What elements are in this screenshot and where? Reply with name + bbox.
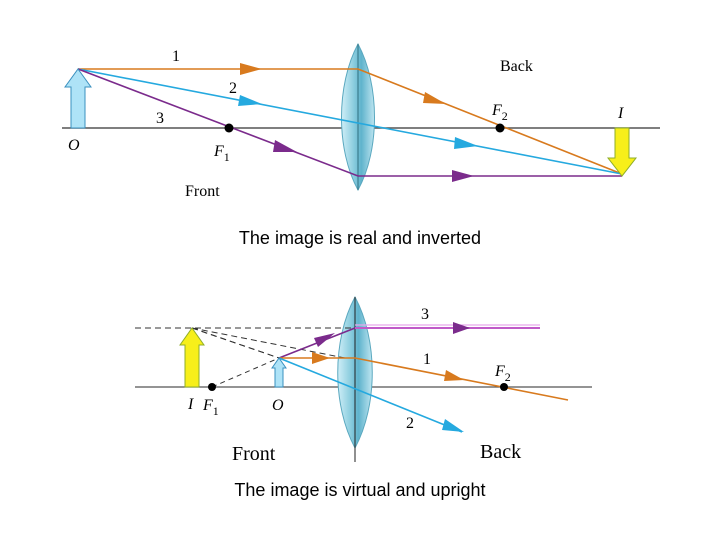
bottom-caption: The image is virtual and upright: [234, 480, 486, 500]
top-ray-1-arrow-2: [423, 92, 446, 104]
top-f2-label: F2: [491, 102, 508, 123]
top-ray-3: [77, 68, 622, 177]
top-ray-3-arrow-2: [452, 170, 474, 182]
bottom-ray-2-arrow: [442, 419, 464, 432]
top-ray-2: [77, 68, 623, 175]
top-diagram: 1 2 3 Back Front O I F1 F2: [62, 42, 660, 200]
bottom-ray-3-arrow-2: [453, 322, 470, 334]
top-caption: The image is real and inverted: [238, 228, 482, 248]
bottom-f1-point: [208, 383, 216, 391]
top-f1-label: F1: [213, 143, 230, 164]
bottom-object-label: O: [272, 397, 284, 414]
top-ray-label-3: 3: [156, 110, 164, 127]
top-object-label: O: [68, 137, 80, 154]
top-ray-2-arrow-2: [454, 137, 478, 149]
bottom-ray-label-2: 2: [406, 415, 414, 432]
bottom-ray-label-3: 3: [421, 306, 429, 323]
top-ray-1-arrow: [240, 63, 262, 75]
bottom-ray-1-arrow: [312, 352, 330, 364]
bottom-f2-point: [500, 383, 508, 391]
bottom-image-label: I: [187, 396, 194, 413]
top-image-arrow: [606, 127, 638, 177]
bottom-diagram: 3 1 2 Back Front I O F1 F2: [135, 295, 592, 465]
bottom-dashed-ray2: [191, 327, 280, 359]
bottom-ray-1: [279, 357, 569, 401]
top-ray-label-2: 2: [229, 80, 237, 97]
top-back-label: Back: [500, 58, 533, 75]
top-image-label: I: [617, 105, 624, 122]
top-ray-label-1: 1: [172, 48, 180, 65]
bottom-back-label: Back: [480, 441, 521, 463]
top-ray-1: [78, 68, 623, 175]
top-f1-point: [224, 123, 234, 133]
bottom-ray-label-1: 1: [423, 351, 431, 368]
bottom-f1-label: F1: [202, 397, 219, 418]
bottom-ray-1-arrow-2: [444, 370, 464, 381]
bottom-front-label: Front: [232, 443, 276, 465]
top-object-arrow: [64, 68, 92, 129]
bottom-object-arrow: [271, 357, 287, 388]
bottom-dashed-ray3: [211, 357, 280, 388]
bottom-f2-label: F2: [494, 363, 511, 384]
top-f2-point: [495, 123, 505, 133]
top-ray-3-arrow: [273, 140, 297, 152]
bottom-ray-3-arrow: [314, 333, 335, 347]
top-ray-2-arrow: [238, 95, 262, 106]
bottom-dashed-ray2b: [191, 327, 346, 359]
bottom-ray-2: [278, 357, 463, 433]
top-front-label: Front: [185, 183, 220, 200]
bottom-image-arrow: [179, 327, 205, 388]
